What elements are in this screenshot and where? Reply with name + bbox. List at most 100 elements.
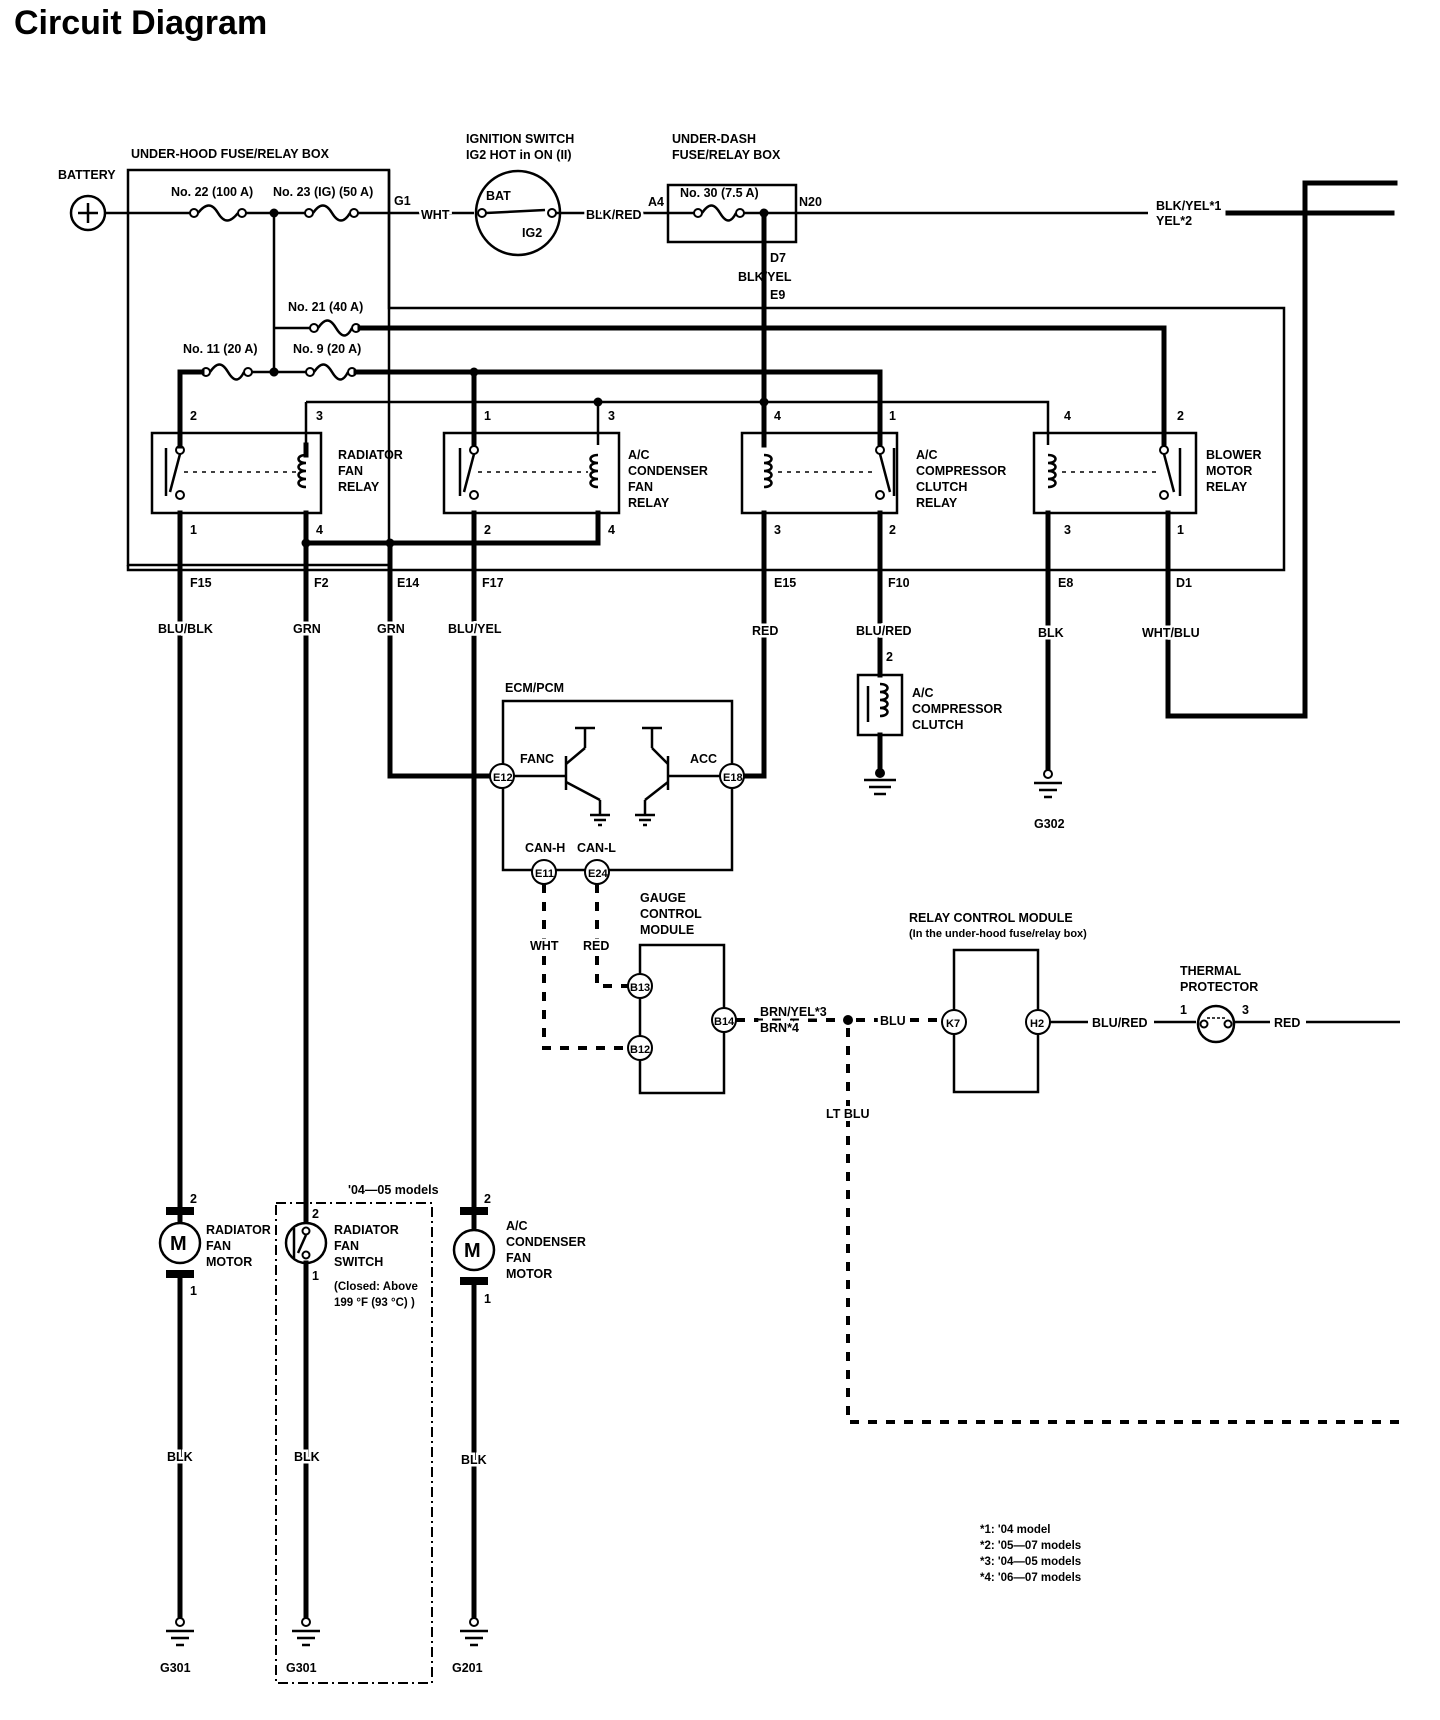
wire-blk-rad-label: BLK bbox=[167, 1450, 193, 1464]
wire-blu-red-label: BLU/RED bbox=[856, 624, 912, 638]
battery-label: BATTERY bbox=[58, 168, 116, 182]
ground-g301-icon bbox=[166, 1617, 194, 1647]
ecm-pin-e11-label: E11 bbox=[535, 868, 554, 880]
wire-blu-blk-label: BLU/BLK bbox=[158, 622, 213, 636]
ignition-switch-symbol bbox=[474, 169, 562, 257]
clutch-label-3: CLUTCH bbox=[912, 718, 963, 732]
fuse-11-symbol bbox=[201, 363, 253, 381]
ground-g302-icon bbox=[1034, 769, 1062, 799]
ground-g301-label: G301 bbox=[160, 1661, 191, 1675]
wire-wht-can-label: WHT bbox=[530, 939, 559, 953]
models-04-05-box bbox=[275, 1202, 433, 1684]
blow-relay-pin-2: 2 bbox=[1177, 409, 1184, 423]
rad-motor-pin-2: 2 bbox=[190, 1192, 197, 1206]
ecm-can-h-label: CAN-H bbox=[525, 841, 565, 855]
ignition-ig2-label: IG2 bbox=[522, 226, 542, 240]
cond-relay-label-4: RELAY bbox=[628, 496, 670, 510]
ground-icon bbox=[864, 778, 896, 796]
comp-relay-pin-1: 1 bbox=[889, 409, 896, 423]
rcm-pin-h2-label: H2 bbox=[1030, 1018, 1044, 1030]
cond-relay-pin-2: 2 bbox=[484, 523, 491, 537]
rad-switch-label-1: RADIATOR bbox=[334, 1223, 399, 1237]
cond-motor-label-1: A/C bbox=[506, 1219, 528, 1233]
blow-relay-label-2: MOTOR bbox=[1206, 464, 1252, 478]
fuse-22-symbol bbox=[189, 204, 247, 222]
under-hood-box-outline bbox=[126, 170, 1286, 572]
comp-relay-label-2: COMPRESSOR bbox=[916, 464, 1006, 478]
terminal-e8: E8 bbox=[1058, 576, 1073, 590]
wire-blk-label: BLK bbox=[1038, 626, 1064, 640]
clutch-label-2: COMPRESSOR bbox=[912, 702, 1002, 716]
ecm-pin-e18-label: E18 bbox=[723, 772, 743, 784]
wire-red-label: RED bbox=[752, 624, 778, 638]
cond-motor-pin-2: 2 bbox=[484, 1192, 491, 1206]
rad-motor-label-1: RADIATOR bbox=[206, 1223, 271, 1237]
comp-relay-label-4: RELAY bbox=[916, 496, 958, 510]
radiator-fan-switch-icon bbox=[284, 1221, 328, 1265]
wire-blk-cond-label: BLK bbox=[461, 1453, 487, 1467]
gauge-pin-b13 bbox=[627, 973, 653, 999]
fuse-23-symbol bbox=[304, 204, 359, 222]
rcm-pin-k7-label: K7 bbox=[946, 1018, 960, 1030]
rad-relay-label-2: FAN bbox=[338, 464, 363, 478]
clutch-label-1: A/C bbox=[912, 686, 934, 700]
ground-g301b-label: G301 bbox=[286, 1661, 317, 1675]
terminal-f17: F17 bbox=[482, 576, 504, 590]
under-dash-label-2: FUSE/RELAY BOX bbox=[672, 148, 781, 162]
fuse-30-symbol bbox=[693, 204, 745, 222]
comp-relay-pin-4: 4 bbox=[774, 409, 781, 423]
wire-grn-label-2: GRN bbox=[377, 622, 405, 636]
rad-relay-label-1: RADIATOR bbox=[338, 448, 403, 462]
fuse-11-label: No. 11 (20 A) bbox=[183, 342, 258, 356]
gauge-pin-b12 bbox=[627, 1035, 653, 1061]
terminal-d7: D7 bbox=[770, 251, 786, 265]
rcm-pin-k7 bbox=[941, 1009, 967, 1035]
wire-blk-red-label: BLK/RED bbox=[586, 208, 642, 222]
blower-motor-relay bbox=[1032, 431, 1198, 515]
note-3: *3: '04—05 models bbox=[980, 1556, 1081, 1568]
rad-motor-m: M bbox=[170, 1233, 187, 1255]
ground-g302-label: G302 bbox=[1034, 817, 1065, 831]
rad-motor-label-3: MOTOR bbox=[206, 1255, 252, 1269]
terminal-e15: E15 bbox=[774, 576, 796, 590]
condenser-fan-relay bbox=[442, 431, 621, 515]
thermal-pin-3: 3 bbox=[1242, 1003, 1249, 1017]
comp-relay-label-1: A/C bbox=[916, 448, 938, 462]
terminal-n20: N20 bbox=[799, 195, 822, 209]
cond-motor-m: M bbox=[464, 1240, 481, 1262]
clutch-pin-2: 2 bbox=[886, 650, 893, 664]
terminal-d1: D1 bbox=[1176, 576, 1192, 590]
comp-relay-label-3: CLUTCH bbox=[916, 480, 967, 494]
cond-relay-pin-4: 4 bbox=[608, 523, 615, 537]
wire-wht-blu-label: WHT/BLU bbox=[1142, 626, 1200, 640]
under-hood-box-label: UNDER-HOOD FUSE/RELAY BOX bbox=[131, 147, 330, 161]
wire-blk-yel1-label: BLK/YEL*1 bbox=[1156, 199, 1221, 213]
rad-relay-label-3: RELAY bbox=[338, 480, 380, 494]
cond-motor-label-2: CONDENSER bbox=[506, 1235, 586, 1249]
gauge-pin-b13-label: B13 bbox=[630, 982, 650, 994]
wire-blu-label: BLU bbox=[880, 1014, 906, 1028]
fuse-30-label: No. 30 (7.5 A) bbox=[680, 186, 759, 200]
ecm-pin-e24-label: E24 bbox=[588, 868, 608, 880]
rad-switch-label-3: SWITCH bbox=[334, 1255, 383, 1269]
wire-brn-yel3-label: BRN/YEL*3 bbox=[760, 1005, 827, 1019]
terminal-g1: G1 bbox=[394, 194, 411, 208]
gauge-label-2: CONTROL bbox=[640, 907, 702, 921]
comp-relay-pin-3: 3 bbox=[774, 523, 781, 537]
wire-blk-switch-label: BLK bbox=[294, 1450, 320, 1464]
ecm-acc-label: ACC bbox=[690, 752, 717, 766]
fuse-23-label: No. 23 (IG) (50 A) bbox=[273, 185, 373, 199]
gauge-label-3: MODULE bbox=[640, 923, 694, 937]
wire-blu-red-2-label: BLU/RED bbox=[1092, 1016, 1148, 1030]
terminal-f2: F2 bbox=[314, 576, 329, 590]
comp-relay-pin-2: 2 bbox=[889, 523, 896, 537]
rad-relay-pin-4: 4 bbox=[316, 523, 323, 537]
cond-relay-label-3: FAN bbox=[628, 480, 653, 494]
ignition-switch-sub: IG2 HOT in ON (II) bbox=[466, 148, 572, 162]
wire-lt-blu-label: LT BLU bbox=[826, 1107, 870, 1121]
blow-relay-label-3: RELAY bbox=[1206, 480, 1248, 494]
rcm-sublabel: (In the under-hood fuse/relay box) bbox=[909, 928, 1087, 940]
wire-blk-yel-label: BLK/YEL bbox=[738, 270, 792, 284]
gauge-pin-b14-label: B14 bbox=[714, 1016, 735, 1028]
ground-g301b-icon bbox=[292, 1617, 320, 1647]
